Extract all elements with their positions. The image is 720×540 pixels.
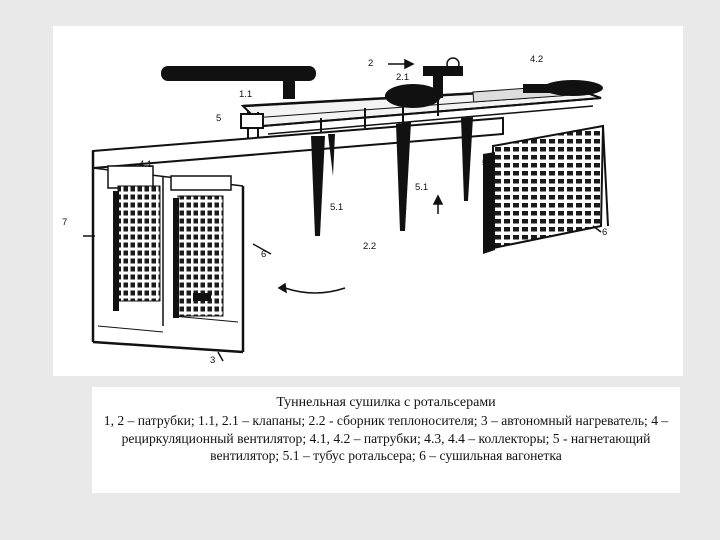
label-5-1-center: 5.1 <box>415 182 429 193</box>
label-5-left: 5 <box>216 113 222 124</box>
nozzle-4-2 <box>446 57 460 71</box>
top-pipe <box>161 66 316 99</box>
caption-legend: 1, 2 – патрубки; 1.1, 2.1 – клапаны; 2.2… <box>103 413 669 464</box>
label-5-1-right: 5.1 <box>482 158 496 169</box>
caption-title: Туннельная сушилка с ротальсерами <box>276 395 496 410</box>
label-7: 7 <box>62 217 68 228</box>
label-1-1: 1.1 <box>239 89 253 100</box>
label-6-left: 6 <box>261 249 267 260</box>
label-4-2: 4.2 <box>530 54 544 65</box>
label-1: 1 <box>205 293 211 304</box>
drying-trolleys <box>113 185 224 318</box>
label-2-1: 2.1 <box>396 72 410 83</box>
tunnel-dryer-diagram: 2 4.2 2.1 1.1 5 4.1 5.1 5.1 5.1 7 2.2 6 … <box>53 26 683 376</box>
flow-arrows <box>83 58 602 362</box>
right-trolley <box>483 124 609 254</box>
label-6-right: 6 <box>602 227 608 238</box>
label-5-1-left: 5.1 <box>330 202 344 213</box>
dryer-drawing <box>83 57 609 362</box>
figure-caption: Туннельная сушилка с ротальсерами 1, 2 –… <box>92 387 680 493</box>
label-3: 3 <box>210 355 216 366</box>
label-2-2: 2.2 <box>363 241 377 252</box>
label-2: 2 <box>368 58 374 69</box>
label-4-1: 4.1 <box>139 159 153 170</box>
rotalser-tubes <box>311 117 473 236</box>
